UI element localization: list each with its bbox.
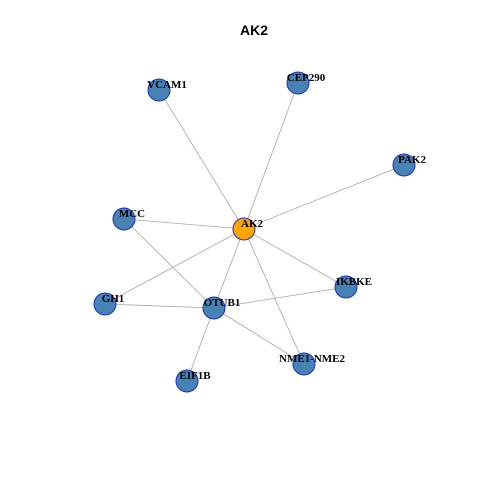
node-circle-mcc[interactable] — [112, 207, 136, 231]
node-label-nme1-nme2: NME1-NME2 — [279, 353, 345, 365]
node-circle-vcam1[interactable] — [147, 78, 171, 102]
node-nme1-nme2[interactable]: NME1-NME2 — [279, 352, 345, 376]
node-label-ikbke: IKBKE — [336, 276, 372, 288]
node-circle-ikbke[interactable] — [334, 275, 358, 299]
node-ak2[interactable]: AK2 — [232, 217, 264, 241]
node-otub1[interactable]: OTUB1 — [202, 296, 241, 320]
node-circle-pak2[interactable] — [392, 153, 416, 177]
node-label-gh1: GH1 — [102, 293, 125, 305]
edge-ak2-ikbke — [243, 228, 347, 288]
edge-mcc-otub1 — [123, 218, 215, 309]
node-gh1[interactable]: GH1 — [93, 292, 125, 316]
node-ikbke[interactable]: IKBKE — [334, 275, 372, 299]
edge-otub1-nme1-nme2 — [213, 307, 305, 365]
node-circle-cep290[interactable] — [286, 71, 310, 95]
node-label-otub1: OTUB1 — [204, 297, 241, 309]
node-vcam1[interactable]: VCAM1 — [147, 78, 187, 102]
node-eif1b[interactable]: EIF1B — [175, 369, 211, 393]
node-cep290[interactable]: CEP290 — [286, 71, 326, 95]
node-label-vcam1: VCAM1 — [147, 79, 187, 91]
edge-otub1-ikbke — [213, 286, 347, 309]
edge-ak2-cep290 — [243, 82, 299, 230]
node-label-ak2: AK2 — [241, 218, 264, 230]
edge-ak2-otub1 — [213, 228, 245, 309]
node-circle-nme1-nme2[interactable] — [292, 352, 316, 376]
diagram-title: AK2 — [240, 22, 268, 38]
node-label-pak2: PAK2 — [398, 154, 426, 166]
node-mcc[interactable]: MCC — [112, 207, 145, 231]
edge-ak2-nme1-nme2 — [243, 228, 305, 365]
node-circle-gh1[interactable] — [93, 292, 117, 316]
edge-ak2-vcam1 — [158, 89, 245, 230]
node-circle-ak2[interactable] — [232, 217, 256, 241]
edge-ak2-mcc — [123, 218, 245, 230]
node-circle-otub1[interactable] — [202, 296, 226, 320]
node-label-eif1b: EIF1B — [179, 370, 211, 382]
edge-otub1-eif1b — [186, 307, 215, 382]
node-label-mcc: MCC — [119, 208, 145, 220]
edge-ak2-gh1 — [104, 228, 245, 305]
node-circle-eif1b[interactable] — [175, 369, 199, 393]
edge-gh1-otub1 — [104, 303, 215, 309]
edge-ak2-pak2 — [243, 164, 405, 230]
node-label-cep290: CEP290 — [287, 72, 326, 84]
edge-layer — [104, 82, 405, 382]
node-pak2[interactable]: PAK2 — [392, 153, 426, 177]
